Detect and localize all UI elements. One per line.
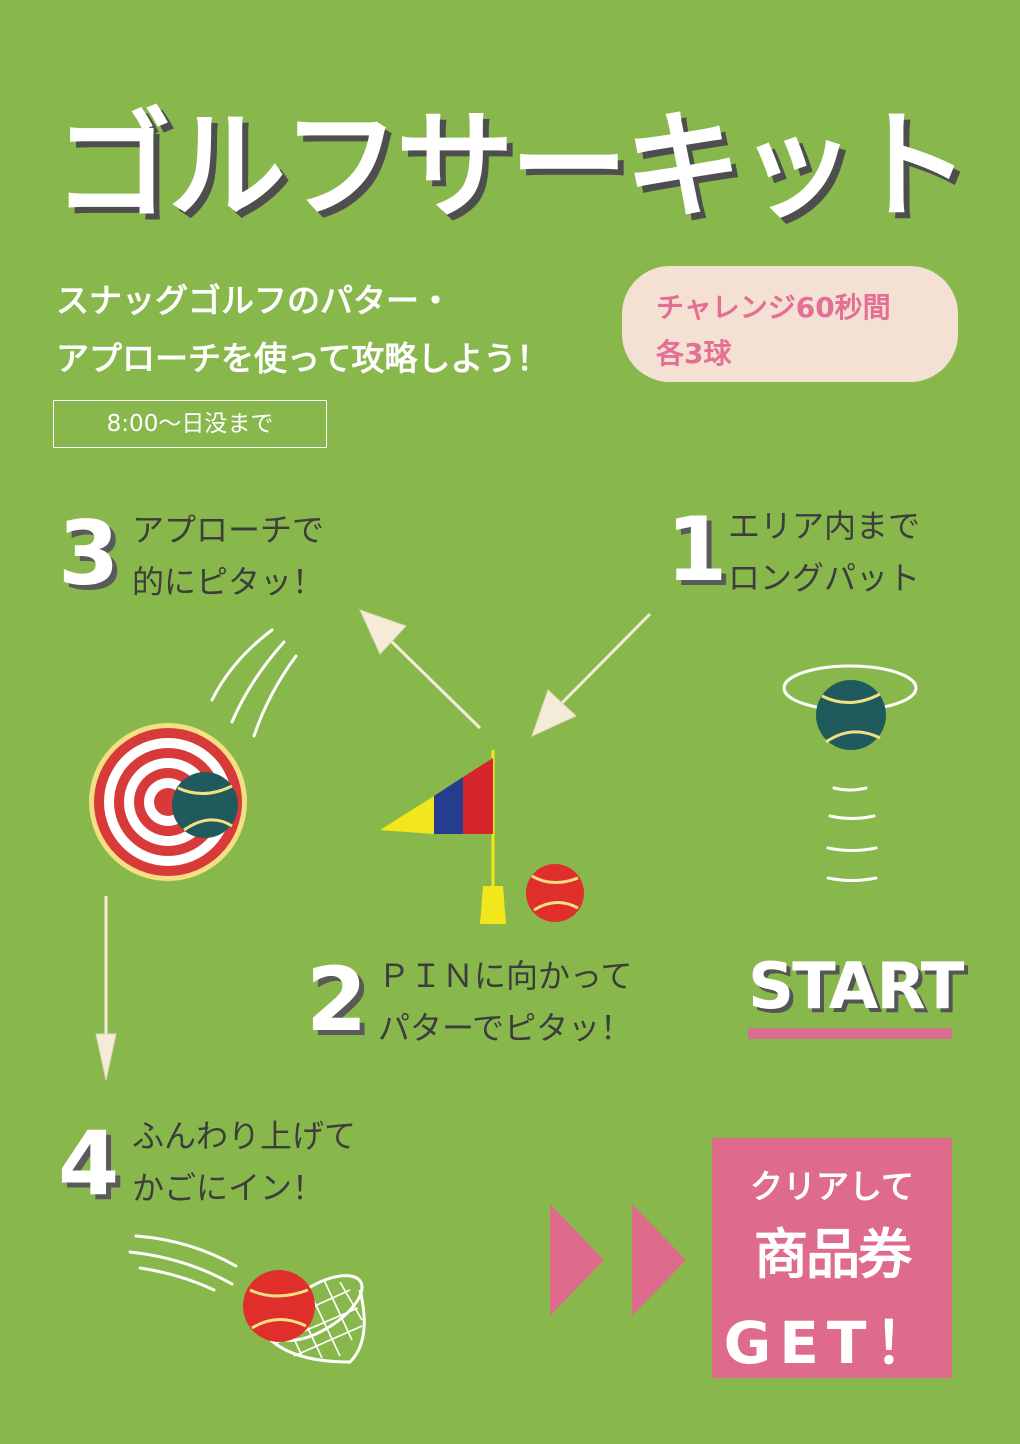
- step-4-text: ふんわり上げて かごにイン！: [132, 1110, 356, 1214]
- step-2-line-2: パターでピタッ！: [378, 1009, 633, 1047]
- step-3-line-1: アプローチで: [132, 511, 325, 549]
- challenge-badge: チャレンジ60秒間 各3球: [622, 266, 958, 382]
- arrow-target-to-basket-icon: [95, 896, 117, 1081]
- arrow-pin-to-target-icon: [359, 609, 482, 730]
- step-4-line-2: かごにイン！: [132, 1169, 325, 1207]
- red-ball-in-basket-icon: [243, 1270, 315, 1342]
- start-underline: [748, 1028, 952, 1039]
- prize-line-2: 商品券: [754, 1223, 912, 1286]
- step-4-number: 4: [58, 1112, 120, 1215]
- teal-ball-on-target-icon: [172, 772, 238, 838]
- pin-flag-icon: [380, 750, 506, 924]
- challenge-time: チャレンジ60秒間: [656, 291, 891, 324]
- basket-motion-lines-icon: [128, 1234, 238, 1292]
- step-3-number: 3: [58, 502, 120, 605]
- subtitle-line-1: スナッグゴルフのパター・: [56, 281, 452, 320]
- bouncing-ball-icon: [782, 664, 918, 882]
- double-arrow-triangles-icon: [550, 1204, 686, 1316]
- arrow-start-to-pin-icon: [531, 612, 652, 737]
- start-label: START: [748, 950, 964, 1024]
- step-2-text: ＰＩＮに向かって パターでピタッ！: [378, 950, 632, 1054]
- subtitle: スナッグゴルフのパター・ アプローチを使って攻略しよう！: [56, 272, 549, 388]
- red-ball-near-pin-icon: [526, 864, 584, 922]
- step-3-line-2: 的にピタッ！: [132, 563, 325, 601]
- poster-title: ゴルフサーキット: [53, 97, 970, 235]
- step-1-line-2: ロングパット: [728, 559, 921, 597]
- challenge-balls: 各3球: [656, 337, 732, 370]
- step-3-text: アプローチで 的にピタッ！: [132, 504, 324, 608]
- hours-box: 8:00〜日没まで: [53, 400, 327, 448]
- step-2-number: 2: [306, 948, 368, 1051]
- subtitle-line-2: アプローチを使って攻略しよう！: [56, 339, 550, 378]
- step-4-line-1: ふんわり上げて: [132, 1117, 357, 1155]
- step-2-line-1: ＰＩＮに向かって: [378, 957, 633, 995]
- target-motion-lines-icon: [210, 628, 298, 738]
- step-1-text: エリア内まで ロングパット: [728, 500, 920, 604]
- prize-line-3: GET！: [723, 1309, 941, 1377]
- prize-box: クリアして 商品券 GET！: [712, 1138, 952, 1378]
- prize-line-1: クリアして: [749, 1167, 914, 1206]
- step-1-line-1: エリア内まで: [728, 507, 921, 545]
- step-1-number: 1: [666, 498, 728, 601]
